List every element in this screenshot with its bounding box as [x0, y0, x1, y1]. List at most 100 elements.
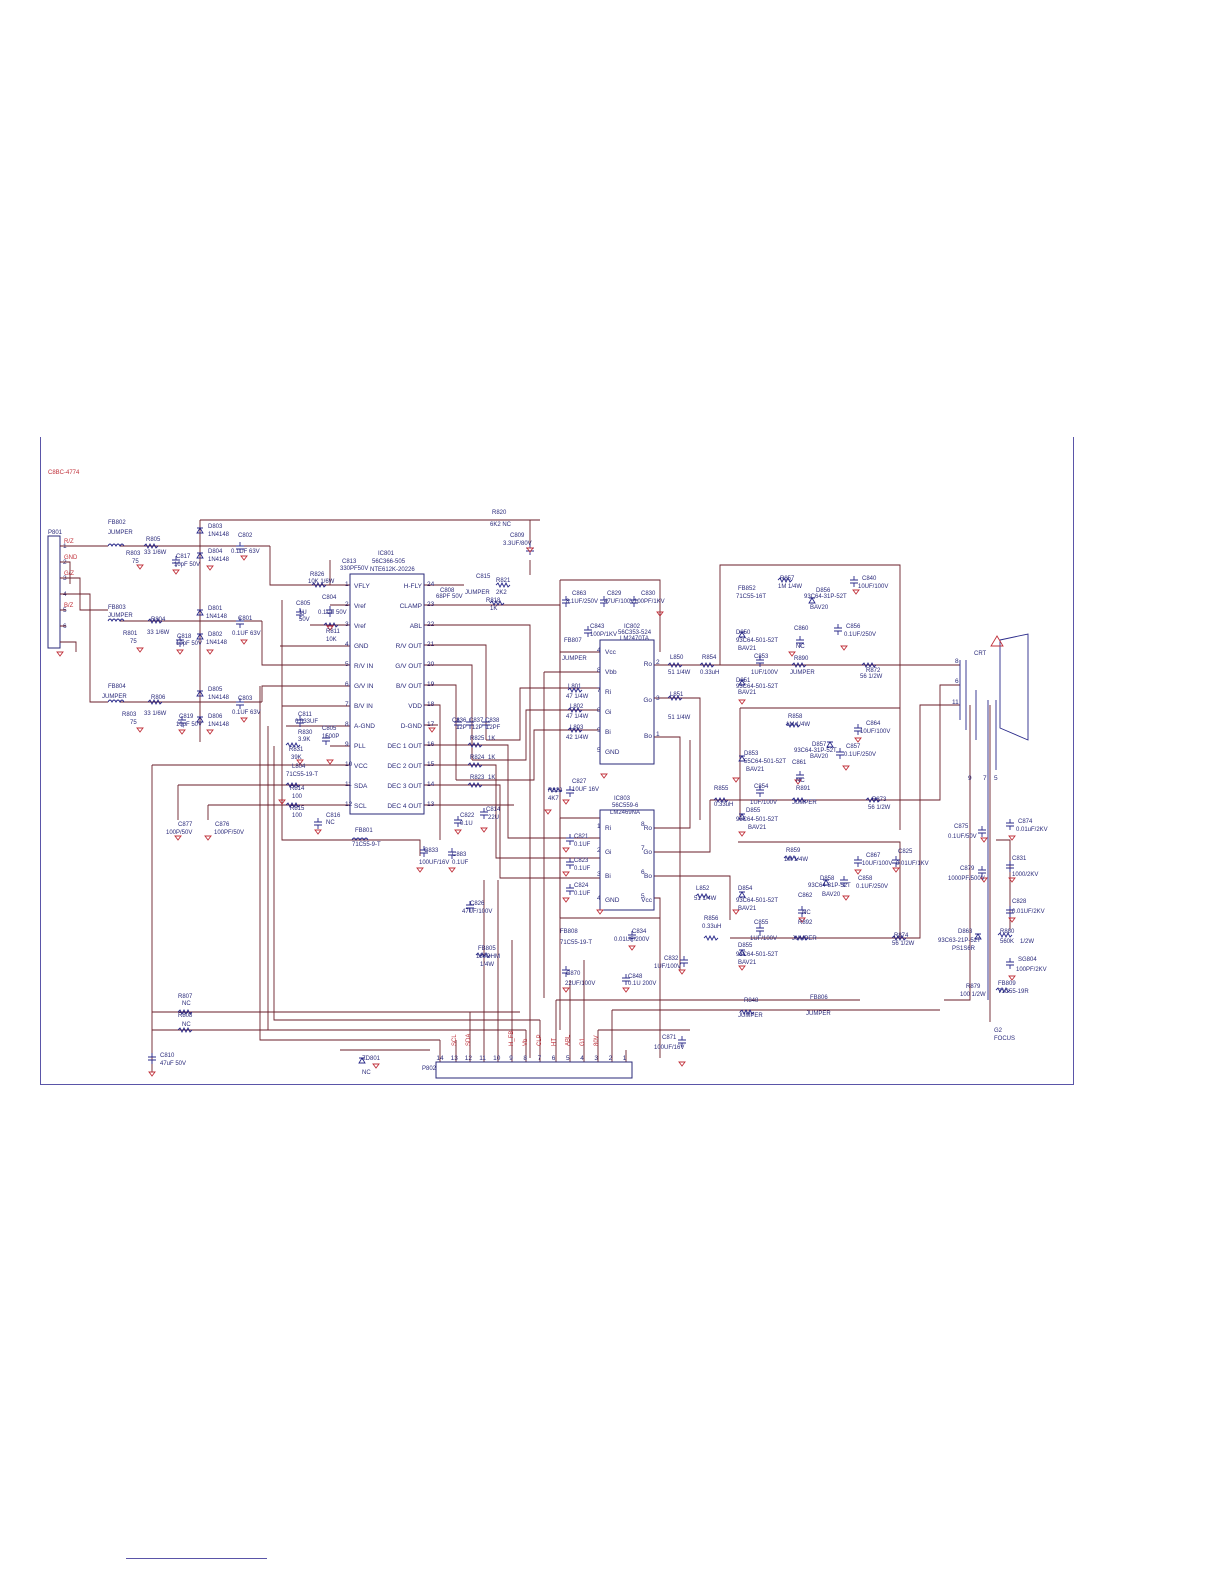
- capacitor-symbol: [680, 956, 688, 967]
- capacitor-symbol: [562, 596, 570, 607]
- capacitor-symbol: [178, 716, 186, 727]
- ic801-pin-number: 14: [427, 781, 435, 788]
- component-label: 10pF 50V: [174, 562, 200, 568]
- diode-symbol: [196, 552, 204, 559]
- component-label: FB806: [810, 995, 828, 1001]
- component-label: R807: [178, 994, 193, 1000]
- diode-symbol: [822, 879, 830, 886]
- diode-symbol: [738, 755, 746, 762]
- resistor-symbol: [667, 694, 683, 702]
- ground-symbol: [562, 847, 570, 853]
- p801-signal-label: R/Z: [64, 539, 74, 545]
- ic801-pin-number: 5: [345, 661, 349, 668]
- ic803-pin-number: 2: [597, 847, 601, 854]
- component-label: 3.3UF/80V: [503, 541, 532, 547]
- ic801-pin-number: 20: [427, 661, 435, 668]
- ic801-pin-number: 12: [345, 801, 353, 808]
- component-label: 93C64-501-52T: [736, 817, 778, 823]
- ic801-pin-number: 11: [345, 781, 352, 788]
- ic801-pin-number: 6: [345, 681, 349, 688]
- ic801-pin-number: 23: [427, 601, 435, 608]
- capacitor-symbol: [796, 771, 804, 782]
- diode-symbol: [826, 741, 834, 748]
- component-label: 71C55-16T: [736, 594, 766, 600]
- ground-symbol: [738, 965, 746, 971]
- component-label: C854: [754, 784, 769, 790]
- capacitor-symbol: [454, 718, 462, 729]
- ic801-pin-number: 21: [427, 641, 435, 648]
- capacitor-symbol: [466, 718, 474, 729]
- component-label: 12P: [472, 725, 483, 731]
- component-label: FB807: [564, 638, 582, 644]
- p801-pin-number: 3: [63, 575, 67, 582]
- component-label: C817: [176, 554, 191, 560]
- ground-symbol: [136, 727, 144, 733]
- ground-symbol: [278, 799, 286, 805]
- diode-symbol: [738, 949, 746, 956]
- p801-signal-label: GND: [64, 555, 78, 561]
- component-label: L801: [568, 684, 582, 690]
- component-label: NC: [796, 644, 805, 650]
- ground-symbol: [892, 867, 900, 873]
- component-label: FB808: [560, 929, 578, 935]
- component-label: NC: [796, 778, 805, 784]
- resistor-symbol: [861, 661, 877, 669]
- p801-pin-number: 6: [63, 623, 67, 630]
- component-label: D806: [208, 714, 223, 720]
- diode-symbol: [808, 597, 816, 604]
- capacitor-symbol: [1006, 958, 1014, 969]
- capacitor-symbol: [566, 834, 574, 845]
- crt-label: CRT: [974, 651, 987, 657]
- capacitor-symbol: [796, 636, 804, 647]
- capacitor-symbol: [296, 716, 304, 727]
- resistor-symbol: [475, 951, 491, 959]
- component-label: 93C64-501-52T: [736, 684, 778, 690]
- p802-pin-number: 8: [523, 1055, 527, 1062]
- component-label: C801: [238, 616, 253, 622]
- component-label: 0.01UF/1KV: [896, 861, 929, 867]
- component-label: NC: [326, 820, 335, 826]
- ground-symbol: [454, 829, 462, 835]
- component-label: L850: [670, 655, 684, 661]
- component-label: BAV21: [738, 960, 757, 966]
- ground-symbol: [174, 835, 182, 841]
- ic801-pin-name: SDA: [354, 783, 368, 790]
- ground-symbol: [206, 565, 214, 571]
- ic802-part: 56C353-524: [618, 630, 652, 636]
- component-label: 1M 1/4W: [778, 584, 802, 590]
- component-label: 0.1UF 50V: [318, 610, 347, 616]
- ic801-pin-name: R/V IN: [354, 663, 373, 670]
- ic801-pin-number: 22: [427, 621, 435, 628]
- component-label: 75: [130, 639, 137, 645]
- resistor-symbol: [177, 1008, 193, 1016]
- ic802-pin-number: 3: [656, 695, 660, 702]
- component-label: C833: [424, 848, 439, 854]
- capacitor-symbol: [326, 606, 334, 617]
- component-label: L803: [570, 725, 584, 731]
- component-label: D854: [738, 886, 753, 892]
- ic802: IC802 56C353-524 LM2470TA Vcc4Vbb8Ri7Gi8…: [597, 624, 660, 765]
- component-label: FB801: [355, 828, 373, 834]
- component-label: 1U: [299, 610, 307, 616]
- component-label: FB805: [478, 946, 496, 952]
- component-label: C860: [794, 626, 809, 632]
- ground-symbol: [314, 829, 322, 835]
- component-label: 100: [292, 794, 303, 800]
- component-label: D850: [736, 630, 751, 636]
- component-label: 1/2W: [1020, 939, 1034, 945]
- component-label: L804: [292, 764, 306, 770]
- ferrite-bead-symbol: [107, 543, 125, 548]
- component-label: R848: [744, 998, 759, 1004]
- ic802-ref: IC802: [624, 624, 641, 630]
- ground-symbol: [296, 759, 304, 765]
- component-label: 56 1/2W: [860, 674, 883, 680]
- ic802-pin-name: Vcc: [605, 649, 617, 656]
- capacitor-symbol: [448, 848, 456, 859]
- crt-g2: G2: [994, 1028, 1003, 1034]
- component-label: 1UF/100V: [750, 800, 777, 806]
- resistor-symbol: [791, 661, 807, 669]
- ground-symbol: [980, 877, 988, 883]
- capacitor-symbol: [1006, 819, 1014, 830]
- resistor-symbol: [467, 761, 483, 769]
